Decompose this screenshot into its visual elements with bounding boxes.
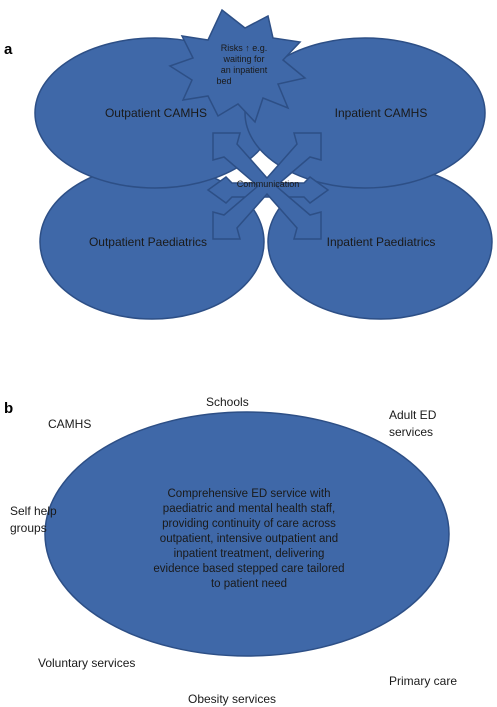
center-line: Comprehensive ED service with (168, 488, 331, 500)
self-help-label-line2: groups (10, 521, 47, 535)
comprehensive-service-ellipse (44, 411, 450, 657)
center-line: paediatric and mental health staff, (163, 503, 335, 515)
center-line: outpatient, intensive outpatient and (160, 533, 338, 545)
risk-line: Risks ↑ e.g. (221, 43, 268, 53)
primary-care-label: Primary care (389, 674, 457, 688)
communication-arrow (206, 132, 330, 240)
risk-line: an inpatient (221, 65, 268, 75)
risk-starburst (168, 8, 307, 124)
risk-text: Risks ↑ e.g. waiting for an inpatient be… (216, 43, 267, 86)
center-line: providing continuity of care across (162, 518, 336, 530)
center-text: Comprehensive ED service with paediatric… (153, 488, 344, 590)
obesity-services-label: Obesity services (188, 692, 276, 706)
outpatient-paediatrics-label: Outpatient Paediatrics (89, 235, 207, 249)
panel-a-letter: a (4, 41, 13, 58)
risk-line: waiting for (222, 54, 264, 64)
panel-b-letter: b (4, 400, 13, 417)
camhs-label: CAMHS (48, 417, 91, 431)
center-line: inpatient treatment, delivering (174, 548, 325, 560)
adult-ed-label-line1: Adult ED (389, 408, 437, 422)
surrounding-labels: Schools CAMHS Adult ED services Self hel… (10, 395, 457, 706)
communication-label: Communication (237, 179, 300, 189)
outpatient-camhs-label: Outpatient CAMHS (105, 106, 207, 120)
self-help-label-line1: Self help (10, 504, 57, 518)
center-line: evidence based stepped care tailored (153, 563, 344, 575)
inpatient-camhs-label: Inpatient CAMHS (335, 106, 428, 120)
adult-ed-label-line2: services (389, 425, 433, 439)
voluntary-services-label: Voluntary services (38, 656, 135, 670)
inpatient-paediatrics-label: Inpatient Paediatrics (327, 235, 436, 249)
schools-label: Schools (206, 395, 249, 409)
risk-line: bed (216, 76, 231, 86)
center-line: to patient need (211, 578, 287, 590)
